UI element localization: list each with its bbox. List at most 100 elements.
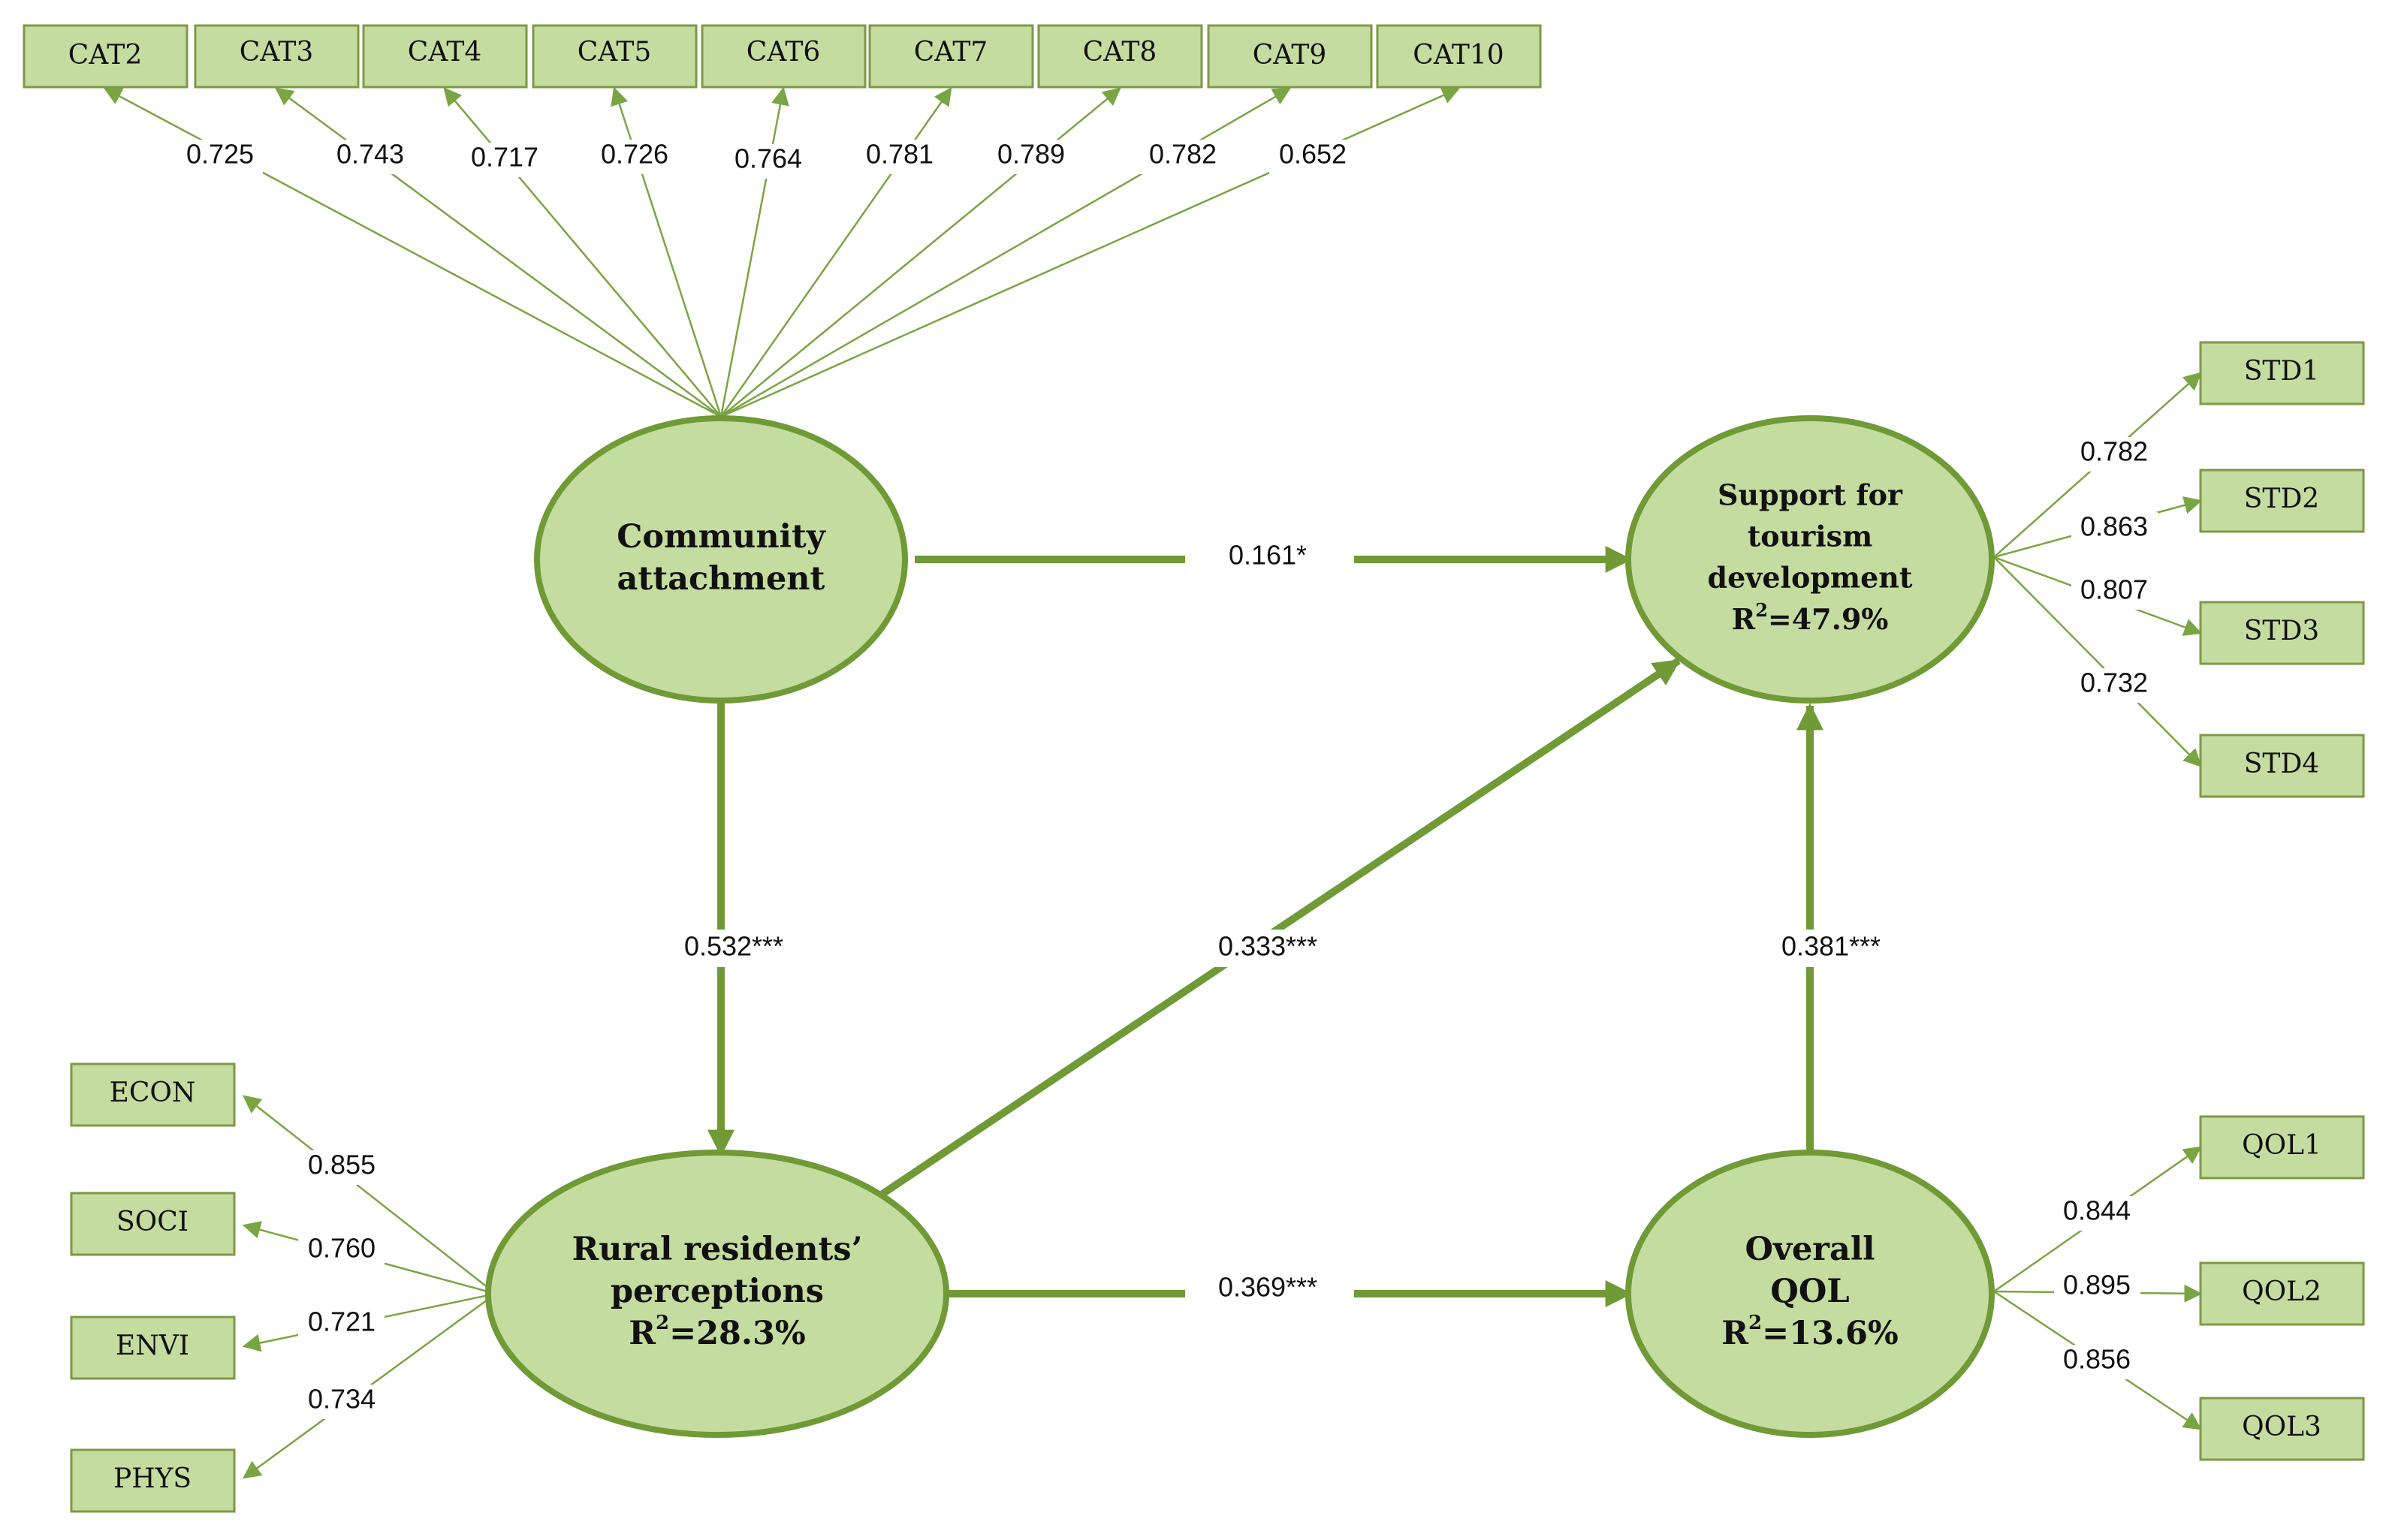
loading-label-std3: 0.807 <box>2080 574 2148 605</box>
std-indicator-boxes: STD1 STD2 STD3 STD4 <box>2199 341 2365 798</box>
loading-arrow-cat6 <box>719 86 789 417</box>
construct-r-squared: R2=13.6% <box>1721 1312 1898 1352</box>
construct-label-line: attachment <box>617 560 825 598</box>
loading-label-qol3: 0.856 <box>2063 1344 2131 1375</box>
indicator-box-envi: ENVI <box>70 1315 236 1380</box>
construct-label-line: perceptions <box>611 1273 824 1310</box>
indicator-box-cat4: CAT4 <box>362 24 528 89</box>
indicator-label-cat7: CAT7 <box>914 37 988 68</box>
indicator-box-cat2: CAT2 <box>23 24 189 89</box>
loading-label-std4: 0.732 <box>2080 668 2148 698</box>
construct-r-squared: R2=47.9% <box>1732 599 1889 636</box>
loading-arrow-econ <box>243 1095 496 1294</box>
indicator-box-econ: ECON <box>70 1062 236 1127</box>
indicator-box-qol3: QOL3 <box>2199 1397 2365 1461</box>
indicator-box-cat8: CAT8 <box>1037 24 1203 89</box>
path-label-ca-std: 0.161* <box>1229 540 1307 571</box>
indicator-label-soci: SOCI <box>116 1207 189 1237</box>
construct-label-line: Overall <box>1745 1231 1875 1268</box>
path-label-rrp-std: 0.333*** <box>1218 931 1317 962</box>
indicator-label-qol3: QOL3 <box>2242 1412 2321 1442</box>
indicator-box-std2: STD2 <box>2199 469 2365 533</box>
indicator-box-std4: STD4 <box>2199 734 2365 798</box>
indicator-label-cat2: CAT2 <box>68 40 143 71</box>
path-rrp-std-arrow <box>880 657 1681 1198</box>
path-coefficient-labels: 0.161* 0.532*** 0.333*** 0.381*** 0.369*… <box>668 540 1896 1303</box>
loading-arrow-std4 <box>1993 556 2202 767</box>
indicator-box-std3: STD3 <box>2199 601 2365 665</box>
construct-community-attachment: Community attachment <box>534 415 908 704</box>
indicator-label-cat6: CAT6 <box>747 37 821 68</box>
indicator-label-cat9: CAT9 <box>1253 40 1327 71</box>
cat-loading-lines <box>103 86 1461 418</box>
indicator-label-std2: STD2 <box>2244 484 2319 514</box>
loading-label-phys: 0.734 <box>308 1384 376 1415</box>
loading-label-cat6: 0.764 <box>735 143 802 174</box>
loading-label-cat5: 0.726 <box>601 139 668 170</box>
loading-label-qol2: 0.895 <box>2063 1270 2131 1300</box>
cat-indicator-boxes: CAT2 CAT3 CAT4 CAT5 CAT6 CAT7 CAT8 CAT9 … <box>23 24 1542 89</box>
path-label-qol-std: 0.381*** <box>1781 931 1881 962</box>
indicator-box-cat6: CAT6 <box>701 24 867 89</box>
indicator-label-qol2: QOL2 <box>2242 1276 2321 1307</box>
construct-overall-qol: Overall QOL R2=13.6% <box>1625 1150 1995 1438</box>
construct-label-line: development <box>1708 561 1913 595</box>
indicator-label-econ: ECON <box>110 1077 196 1108</box>
indicator-label-cat10: CAT10 <box>1413 40 1504 71</box>
construct-rural-perceptions: Rural residents’ perceptions R2=28.3% <box>485 1150 949 1438</box>
indicator-box-qol2: QOL2 <box>2199 1261 2365 1326</box>
qol-indicator-boxes: QOL1 QOL2 QOL3 <box>2199 1115 2365 1461</box>
indicator-box-cat5: CAT5 <box>532 24 698 89</box>
loading-label-cat7: 0.781 <box>866 139 934 170</box>
loading-label-cat8: 0.789 <box>997 139 1065 170</box>
construct-label-line: tourism <box>1748 520 1873 553</box>
indicator-box-soci: SOCI <box>70 1192 236 1256</box>
loading-label-cat3: 0.743 <box>336 139 404 170</box>
loading-label-envi: 0.721 <box>308 1306 376 1337</box>
loading-label-cat10: 0.652 <box>1279 139 1347 170</box>
indicator-label-std3: STD3 <box>2244 616 2319 646</box>
loading-label-std1: 0.782 <box>2080 436 2148 467</box>
std-loading-lines <box>1993 372 2203 767</box>
construct-label-line: Support for <box>1718 478 1903 512</box>
indicator-label-cat8: CAT8 <box>1083 37 1157 68</box>
path-label-rrp-qol: 0.369*** <box>1218 1272 1317 1303</box>
loading-label-cat2: 0.725 <box>186 139 254 170</box>
loading-arrow-cat4 <box>443 87 722 417</box>
indicator-label-phys: PHYS <box>113 1463 192 1494</box>
loading-label-std2: 0.863 <box>2080 511 2148 542</box>
std-loading-labels: 0.782 0.863 0.807 0.732 <box>2071 436 2158 703</box>
loading-label-qol1: 0.844 <box>2063 1195 2131 1226</box>
indicator-box-cat9: CAT9 <box>1207 24 1373 89</box>
loading-label-cat9: 0.782 <box>1149 139 1217 170</box>
loading-label-cat4: 0.717 <box>471 142 538 173</box>
construct-label-line: Rural residents’ <box>572 1231 862 1268</box>
qol-loading-labels: 0.844 0.895 0.856 <box>2054 1195 2140 1379</box>
indicator-label-envi: ENVI <box>116 1331 189 1361</box>
indicator-box-cat7: CAT7 <box>868 24 1034 89</box>
structural-paths <box>707 546 1823 1307</box>
construct-label-line: QOL <box>1770 1273 1849 1310</box>
loading-label-soci: 0.760 <box>308 1233 376 1264</box>
indicator-label-qol1: QOL1 <box>2242 1130 2321 1161</box>
loading-arrow-cat10 <box>720 86 1461 418</box>
indicator-box-qol1: QOL1 <box>2199 1115 2365 1180</box>
path-label-ca-rrp: 0.532*** <box>684 931 783 962</box>
rrp-loading-labels: 0.855 0.760 0.721 0.734 <box>298 1150 385 1419</box>
indicator-label-std4: STD4 <box>2244 749 2319 779</box>
indicator-label-cat5: CAT5 <box>578 37 652 68</box>
rrp-indicator-boxes: ECON SOCI ENVI PHYS <box>70 1062 236 1513</box>
indicator-label-cat4: CAT4 <box>408 37 482 68</box>
cat-loading-labels: 0.725 0.743 0.717 0.726 0.764 0.781 0.78… <box>176 139 1356 179</box>
indicator-box-cat10: CAT10 <box>1376 24 1542 89</box>
indicator-label-cat3: CAT3 <box>240 37 314 68</box>
indicator-label-std1: STD1 <box>2244 356 2319 387</box>
indicator-box-phys: PHYS <box>70 1448 236 1513</box>
construct-r-squared: R2=28.3% <box>629 1312 805 1352</box>
indicator-box-std1: STD1 <box>2199 341 2365 405</box>
indicator-box-cat3: CAT3 <box>194 24 360 89</box>
construct-support-tourism: Support for tourism development R2=47.9% <box>1625 415 1995 704</box>
loading-label-econ: 0.855 <box>308 1150 376 1180</box>
construct-label-line: Community <box>617 518 827 556</box>
